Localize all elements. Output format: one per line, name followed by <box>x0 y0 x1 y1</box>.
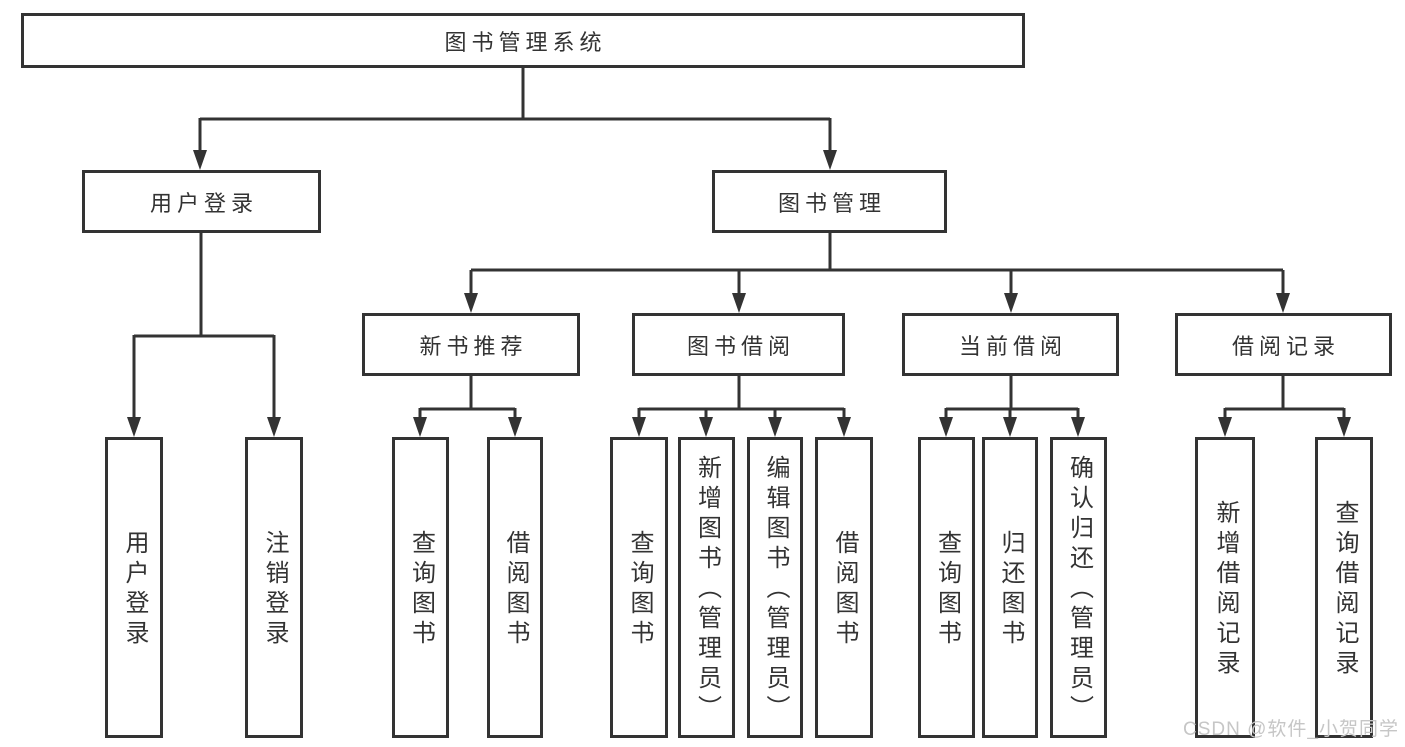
node-book-management-branch: 图书管理 <box>712 170 947 233</box>
leaf-borrow-books-1: 借阅图书 <box>487 437 543 738</box>
node-root-library-system: 图书管理系统 <box>21 13 1025 68</box>
leaf-query-books-2: 查询图书 <box>610 437 668 738</box>
node-book-borrow: 图书借阅 <box>632 313 845 376</box>
csdn-watermark: CSDN @软件_小贺同学 <box>1183 719 1399 740</box>
leaf-query-books-1: 查询图书 <box>392 437 449 738</box>
leaf-edit-books-admin: 编辑图书（管理员） <box>747 437 803 738</box>
leaf-return-books: 归还图书 <box>982 437 1038 738</box>
node-user-login-branch: 用户登录 <box>82 170 321 233</box>
leaf-borrow-books-2: 借阅图书 <box>815 437 873 738</box>
node-borrow-records: 借阅记录 <box>1175 313 1392 376</box>
leaf-confirm-return-admin: 确认归还（管理员） <box>1050 437 1107 738</box>
connector-path <box>132 68 1346 421</box>
leaf-query-borrow-record: 查询借阅记录 <box>1315 437 1373 738</box>
leaf-query-books-3: 查询图书 <box>918 437 975 738</box>
node-new-book-recommend: 新书推荐 <box>362 313 580 376</box>
leaf-logout: 注销登录 <box>245 437 303 738</box>
node-current-borrow: 当前借阅 <box>902 313 1119 376</box>
leaf-user-login: 用户登录 <box>105 437 163 738</box>
arrowheads <box>127 150 1351 437</box>
leaf-add-borrow-record: 新增借阅记录 <box>1195 437 1255 738</box>
leaf-add-books-admin: 新增图书（管理员） <box>678 437 735 738</box>
